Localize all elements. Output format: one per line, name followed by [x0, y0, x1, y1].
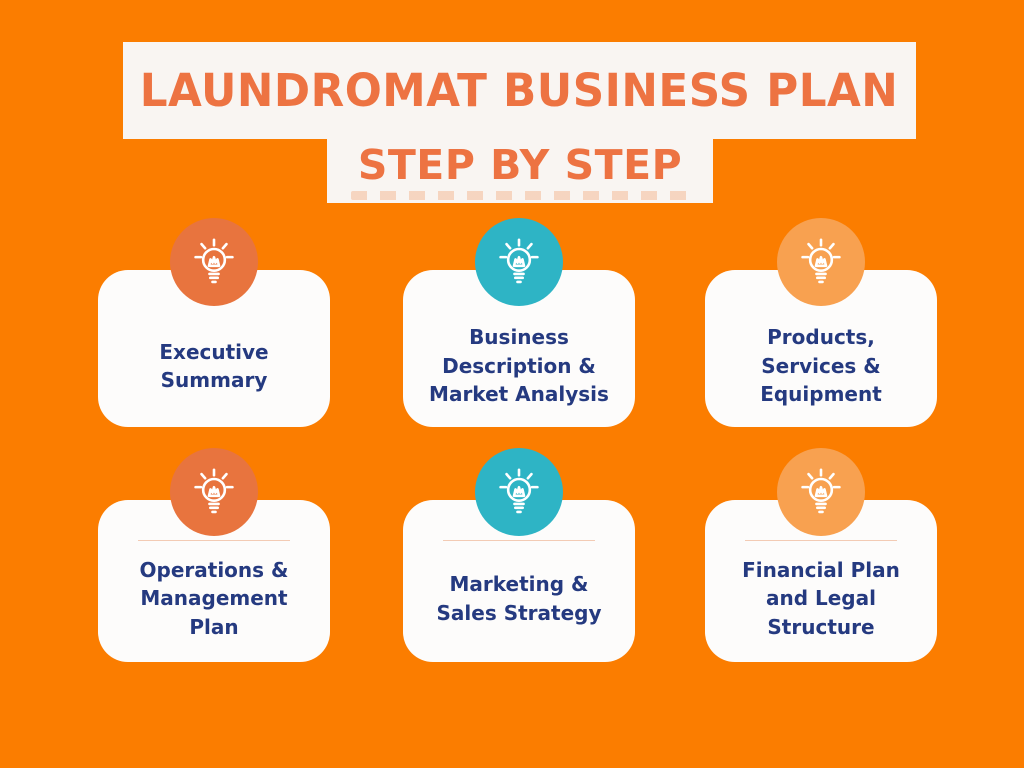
card-label: Business Description & Market Analysis: [429, 325, 609, 407]
card-label: Operations & Management Plan: [139, 557, 289, 639]
subtitle-panel: STEP BY STEP: [327, 139, 713, 203]
card-products-services-equipment: Products, Services & Equipment: [705, 218, 937, 427]
lightbulb-icon: [499, 468, 539, 514]
divider-line: [443, 540, 595, 541]
lightbulb-icon: [194, 468, 234, 514]
card-financial-plan-legal-structure: Financial Plan and Legal Structure: [705, 448, 937, 662]
icon-circle: [475, 218, 563, 306]
lightbulb-icon: [499, 238, 539, 284]
title-panel: LAUNDROMAT BUSINESS PLAN: [123, 42, 916, 139]
card-label: Products, Services & Equipment: [760, 325, 882, 407]
page-title-line2: STEP BY STEP: [357, 141, 683, 189]
page-title-line1: LAUNDROMAT BUSINESS PLAN: [140, 64, 899, 117]
icon-circle: [170, 448, 258, 536]
card-executive-summary: Executive Summary: [98, 218, 330, 427]
card-business-description-market-analysis: Business Description & Market Analysis: [403, 218, 635, 427]
icon-circle: [777, 218, 865, 306]
card-label: Financial Plan and Legal Structure: [742, 557, 900, 639]
card-marketing-sales-strategy: Marketing & Sales Strategy: [403, 448, 635, 662]
card-operations-management-plan: Operations & Management Plan: [98, 448, 330, 662]
lightbulb-icon: [801, 468, 841, 514]
card-label: Executive Summary: [159, 339, 269, 392]
lightbulb-icon: [801, 238, 841, 284]
lightbulb-icon: [194, 238, 234, 284]
divider-line: [138, 540, 290, 541]
icon-circle: [170, 218, 258, 306]
icon-circle: [475, 448, 563, 536]
icon-circle: [777, 448, 865, 536]
card-label: Marketing & Sales Strategy: [436, 572, 602, 625]
faded-marks-decoration: [351, 191, 689, 200]
divider-line: [745, 540, 897, 541]
